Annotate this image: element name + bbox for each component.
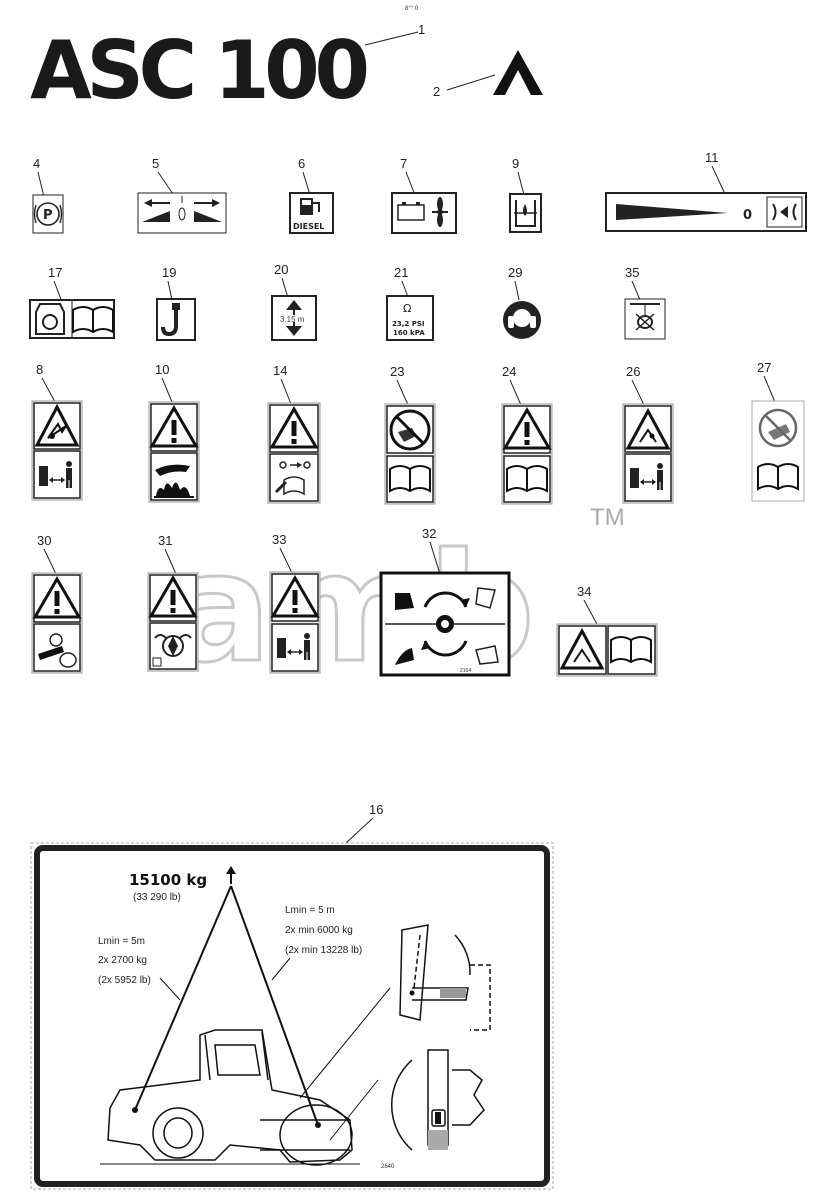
svg-text:P: P <box>43 208 53 223</box>
svg-text:32: 32 <box>422 526 436 541</box>
svg-text:2x 2700 kg: 2x 2700 kg <box>98 955 147 966</box>
svg-text:2640: 2640 <box>381 1164 395 1170</box>
decal-30-hand-crush: 30 <box>31 533 83 674</box>
svg-text:14: 14 <box>273 363 287 378</box>
svg-text:17: 17 <box>48 265 62 280</box>
svg-text:(33 290 lb): (33 290 lb) <box>133 892 181 903</box>
svg-text:DIESEL: DIESEL <box>293 222 324 231</box>
decal-27-no-spray: 27 <box>751 360 805 502</box>
model-title-decal: ASC 100 <box>30 24 370 117</box>
decal-10-hot-surface: 10 <box>148 362 200 503</box>
svg-text:20: 20 <box>274 262 288 277</box>
svg-text:5: 5 <box>152 156 159 171</box>
decal-29-ear-protection: 29 <box>503 265 541 339</box>
svg-text:Ω: Ω <box>403 302 411 315</box>
decal-35-tie-down: 35 <box>624 265 666 340</box>
svg-text:33: 33 <box>272 532 286 547</box>
svg-text:8: 8 <box>36 362 43 377</box>
callout-1: 1 <box>418 22 425 37</box>
decal-32-rotation: 32 2164 <box>379 526 511 677</box>
svg-text:21: 21 <box>394 265 408 280</box>
svg-text:31: 31 <box>158 533 172 548</box>
decal-11-throttle: 11 0 <box>605 150 807 232</box>
decal-7-charging: 7 <box>391 156 457 234</box>
svg-text:TM: TM <box>590 504 625 531</box>
svg-text:26: 26 <box>626 364 640 379</box>
svg-text:(2x 5952 lb): (2x 5952 lb) <box>98 975 151 986</box>
svg-text:16: 16 <box>369 802 383 817</box>
svg-text:0: 0 <box>743 208 752 223</box>
svg-text:19: 19 <box>162 265 176 280</box>
svg-text:Lmin = 5m: Lmin = 5m <box>98 936 145 947</box>
top-note: 8°° 0 <box>405 6 419 12</box>
svg-text:29: 29 <box>508 265 522 280</box>
svg-text:(2x min 13228 lb): (2x min 13228 lb) <box>285 945 362 956</box>
svg-text:24: 24 <box>502 364 516 379</box>
decal-9-oil-level: 9 <box>509 156 542 233</box>
decal-4-parking-brake: 4 P <box>32 156 64 234</box>
svg-text:11: 11 <box>705 150 719 165</box>
svg-text:6: 6 <box>298 156 305 171</box>
decal-33-crush-distance: 33 <box>269 532 321 674</box>
decal-14-maintenance-key: 14 <box>267 363 321 504</box>
decal-26-crush-distance: 26 <box>622 364 674 504</box>
svg-text:Lmin = 5 m: Lmin = 5 m <box>285 905 335 916</box>
svg-text:3.15 m: 3.15 m <box>280 315 305 324</box>
decal-8-hot-fluid-distance: 8 <box>31 362 83 501</box>
decal-17-engine-manual: 17 <box>29 265 115 339</box>
decal-5-steering: 5 <box>137 156 227 234</box>
svg-text:34: 34 <box>577 584 591 599</box>
total-weight: 15100 kg <box>129 871 207 889</box>
svg-text:2x min 6000 kg: 2x min 6000 kg <box>285 925 353 936</box>
decal-34-crush-manual: 34 <box>556 584 658 677</box>
svg-text:35: 35 <box>625 265 639 280</box>
callout-2: 2 <box>433 84 440 99</box>
svg-text:7: 7 <box>400 156 407 171</box>
svg-text:9: 9 <box>512 156 519 171</box>
svg-text:23: 23 <box>390 364 404 379</box>
decal-23-no-reach: 23 <box>384 364 436 505</box>
decal-6-diesel: 6 DIESEL <box>289 156 334 234</box>
svg-text:30: 30 <box>37 533 51 548</box>
logo-decal <box>493 50 543 95</box>
decal-21-tire-pressure: 21 Ω 23,2 PSI 160 kPA <box>386 265 434 341</box>
svg-text:23,2 PSI: 23,2 PSI <box>392 320 424 328</box>
decal-31-fan-entanglement: 31 <box>147 533 199 672</box>
decal-20-height: 20 3.15 m <box>271 262 317 341</box>
svg-text:10: 10 <box>155 362 169 377</box>
svg-text:2164: 2164 <box>460 668 471 674</box>
svg-text:4: 4 <box>33 156 40 171</box>
decal-16-lifting-instructions: 16 15100 kg (33 290 lb) Lmin = 5m 2x 270… <box>30 802 554 1190</box>
svg-text:27: 27 <box>757 360 771 375</box>
svg-text:160 kPA: 160 kPA <box>393 329 425 337</box>
decal-19-lifting-hook: 19 <box>156 265 196 341</box>
decal-24-warning-manual: 24 <box>501 364 553 505</box>
